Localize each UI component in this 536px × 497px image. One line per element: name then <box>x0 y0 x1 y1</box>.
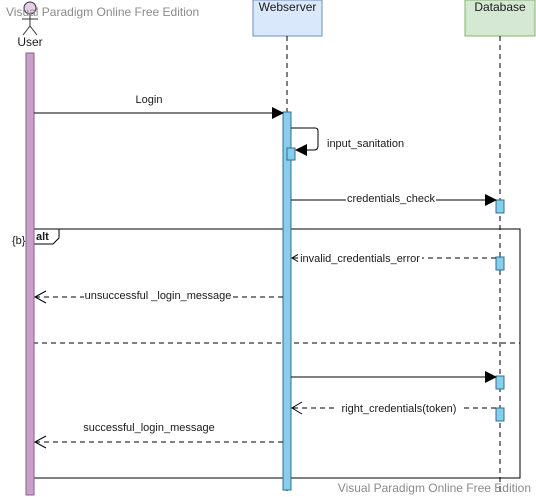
right-credentials-arrowhead <box>291 401 303 415</box>
right-credentials-label-bg <box>338 401 460 415</box>
message-login[interactable]: Login <box>34 94 284 119</box>
successful-login-arrowhead <box>33 435 47 449</box>
user-actor[interactable]: User <box>17 1 43 49</box>
database-activation-4[interactable] <box>495 407 505 422</box>
alt-guard-label: {b} <box>12 235 26 247</box>
database-activation-1[interactable] <box>495 199 505 214</box>
database-activation-3[interactable] <box>495 375 505 390</box>
webserver-self-activation[interactable] <box>286 147 296 161</box>
right-credentials-label: right_credentials(token) <box>342 403 457 415</box>
unsuccessful-login-label: unsuccessful _login_message <box>85 290 232 302</box>
message-unsuccessful-login[interactable]: unsuccessful _login_message <box>33 289 283 304</box>
unsuccessful-login-arrowhead <box>33 290 47 304</box>
user-label: User <box>17 35 42 49</box>
message-successful-login[interactable]: successful_login_message <box>33 422 283 449</box>
user-activation-bar[interactable] <box>25 52 35 496</box>
alt-frame <box>32 228 521 479</box>
credentials-check-label-bg <box>346 192 436 206</box>
watermark-bottom: Visual Paradigm Online Free Edition <box>338 481 531 495</box>
credentials-check-label: credentials_check <box>347 193 436 205</box>
webserver-activation-bar[interactable] <box>282 111 292 491</box>
invalid-credentials-label: invalid_credentials_error <box>300 253 420 265</box>
login-label: Login <box>136 94 163 106</box>
webserver-lifeline-header[interactable]: Webserver <box>252 0 323 37</box>
alt-operator-label: alt <box>36 231 49 243</box>
database-label: Database <box>474 0 526 14</box>
unsuccessful-login-label-bg <box>84 289 232 303</box>
message-invalid-credentials-error[interactable]: invalid_credentials_error <box>291 251 496 266</box>
input-sanitation-arrow <box>291 127 319 156</box>
webserver-label: Webserver <box>259 0 317 14</box>
message-credentials-check[interactable]: credentials_check <box>291 192 497 206</box>
input-sanitation-label: input_sanitation <box>327 138 404 150</box>
message-input-sanitation[interactable]: input_sanitation <box>291 127 404 156</box>
invalid-credentials-label-bg <box>298 252 422 266</box>
database-lifeline-header[interactable]: Database <box>464 0 536 37</box>
message-right-credentials[interactable]: right_credentials(token) <box>291 401 496 415</box>
alt-fragment[interactable]: alt <box>32 228 521 479</box>
watermark-top: Visual Paradigm Online Free Edition <box>6 5 199 19</box>
database-activation-2[interactable] <box>495 256 505 271</box>
successful-login-label: successful_login_message <box>83 422 214 434</box>
